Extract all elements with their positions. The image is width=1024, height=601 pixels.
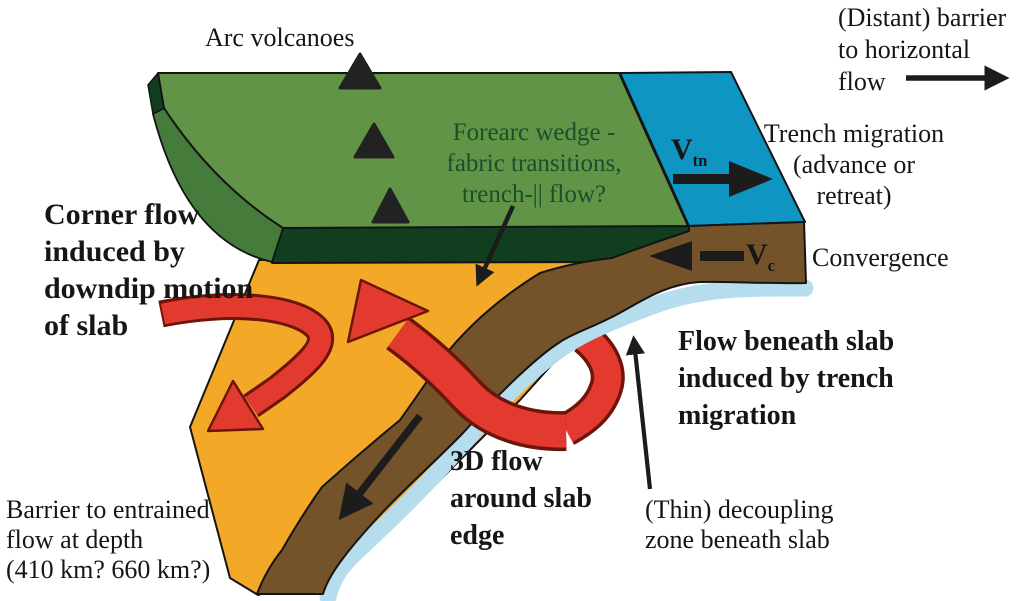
slab-edge-flow-arrowhead — [346, 278, 430, 344]
slab-edge-flow-arrow-front — [388, 319, 567, 448]
velocity-subscript: c — [767, 256, 775, 275]
label-barrier-depth: Barrier to entrained flow at depth (410 … — [6, 495, 210, 585]
label-line: flow — [838, 67, 886, 96]
label-line: flow at depth — [6, 525, 144, 554]
slab-edge-flow-arrow-back — [559, 327, 622, 442]
label-line: Flow beneath slab — [678, 326, 895, 357]
label-line: fabric transitions, — [446, 150, 622, 177]
label-velocity-convergence: Vc — [746, 238, 775, 276]
label-3d-flow: 3D flow around slab edge — [450, 443, 592, 554]
decoupling-pointer-arrow — [625, 335, 653, 490]
label-line: (Thin) decoupling — [645, 495, 834, 524]
label-line: of slab — [44, 309, 129, 342]
label-line: (advance or — [793, 150, 915, 179]
forearc-pointer-arrow — [475, 205, 516, 287]
label-forearc-wedge: Forearc wedge - fabric transitions, tren… — [424, 117, 644, 210]
label-line: Trench migration — [763, 119, 945, 148]
label-line: Corner flow — [44, 198, 200, 231]
label-line: (Distant) barrier — [838, 3, 1007, 32]
label-velocity-trench-normal: Vtn — [671, 133, 707, 171]
label-line: zone beneath slab — [645, 525, 830, 554]
subducting-slab — [256, 221, 807, 595]
corner-flow-arrow — [160, 296, 331, 415]
label-line: trench-|| flow? — [462, 181, 606, 208]
label-line: Arc volcanoes — [205, 23, 355, 52]
label-line: induced by — [44, 235, 185, 268]
label-line: Forearc wedge - — [452, 119, 616, 146]
velocity-symbol: V — [746, 238, 768, 271]
label-convergence: Convergence — [812, 243, 949, 273]
label-line: retreat) — [816, 181, 892, 210]
volcano-icon — [371, 187, 410, 224]
label-line: 3D flow — [450, 446, 543, 477]
label-trench-migration: Trench migration (advance or retreat) — [748, 118, 960, 211]
label-distant-barrier: (Distant) barrier to horizontal flow — [838, 2, 1006, 98]
volcano-icon — [338, 52, 382, 90]
label-line: (410 km? 660 km?) — [6, 555, 211, 584]
label-line: around slab — [450, 483, 592, 514]
volcano-icon — [353, 122, 395, 159]
label-arc-volcanoes: Arc volcanoes — [205, 23, 354, 53]
label-line: downdip motion — [44, 272, 254, 305]
trench-migration-velocity-arrowhead — [729, 161, 773, 197]
label-line: Convergence — [812, 243, 949, 272]
label-line: to horizontal — [838, 35, 971, 64]
label-line: migration — [678, 400, 797, 431]
label-line: Barrier to entrained — [6, 495, 210, 524]
decoupling-zone-layer — [319, 279, 814, 601]
label-corner-flow: Corner flow induced by downdip motion of… — [44, 196, 253, 344]
convergence-velocity-arrowhead — [649, 241, 692, 271]
label-decoupling-zone: (Thin) decoupling zone beneath slab — [645, 495, 833, 555]
corner-flow-arrowhead — [206, 379, 265, 433]
label-line: induced by trench — [678, 363, 894, 394]
label-line: edge — [450, 520, 505, 551]
downdip-motion-arrow — [338, 413, 423, 521]
label-flow-beneath-slab: Flow beneath slab induced by trench migr… — [678, 323, 894, 434]
velocity-subscript: tn — [692, 151, 708, 170]
velocity-symbol: V — [671, 133, 693, 166]
overriding-plate-top — [157, 72, 689, 229]
